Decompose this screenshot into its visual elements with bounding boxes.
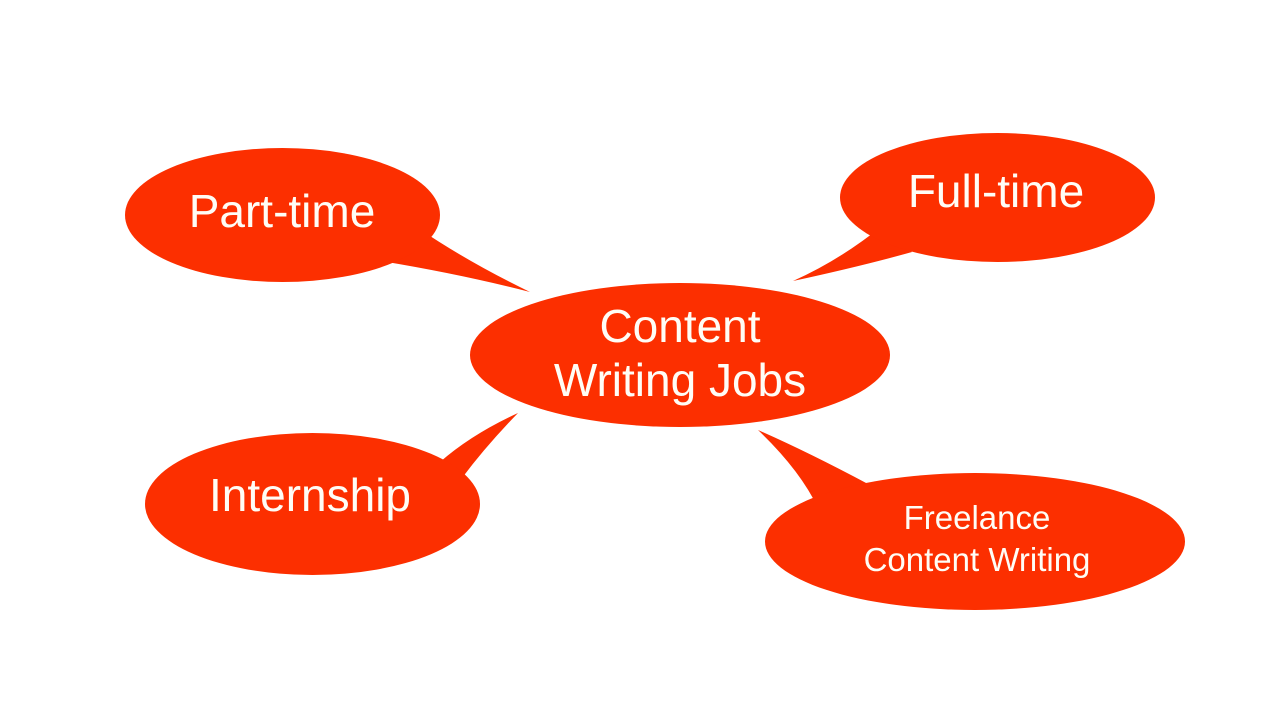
part-time-label: Part-time	[189, 185, 376, 237]
node-center: Content Writing Jobs	[470, 283, 890, 427]
full-time-ellipse	[840, 133, 1155, 262]
center-label-line2: Writing Jobs	[554, 354, 806, 406]
node-full-time: Full-time	[793, 133, 1155, 281]
freelance-tail	[758, 430, 868, 508]
center-ellipse	[470, 283, 890, 427]
freelance-label-line1: Freelance	[904, 499, 1051, 536]
internship-label: Internship	[209, 469, 411, 521]
node-freelance-content-writing: Freelance Content Writing	[758, 430, 1185, 610]
freelance-ellipse	[765, 473, 1185, 610]
node-internship: Internship	[145, 413, 518, 575]
internship-tail	[440, 413, 518, 478]
node-part-time: Part-time	[125, 148, 530, 292]
internship-ellipse	[145, 433, 480, 575]
freelance-label-line2: Content Writing	[864, 541, 1091, 578]
center-label-line1: Content	[599, 300, 760, 352]
full-time-label: Full-time	[908, 165, 1084, 217]
part-time-ellipse	[125, 148, 440, 282]
